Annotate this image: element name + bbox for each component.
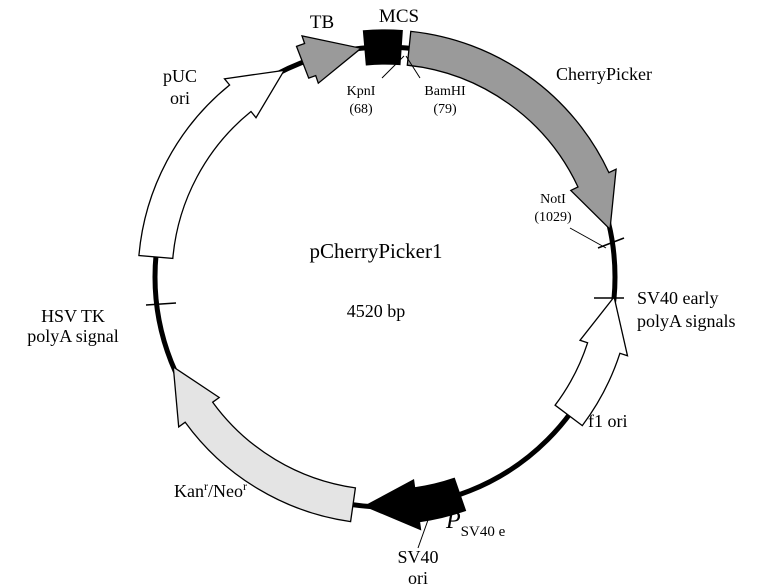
sv40-early-label-1: SV40 early bbox=[637, 288, 718, 308]
tick-sv40-ori bbox=[424, 489, 433, 519]
noti-position: (1029) bbox=[534, 210, 572, 225]
hsv-tk-label-2: polyA signal bbox=[27, 326, 119, 346]
sv40-ori-label-1: SV40 bbox=[397, 547, 438, 567]
neo-label: /Neo bbox=[208, 481, 243, 501]
kpni-label: KpnI bbox=[347, 84, 376, 99]
puc-label-2: ori bbox=[170, 88, 190, 108]
kan-neo-label: Kanr/Neor bbox=[174, 479, 247, 501]
neo-superscript: r bbox=[243, 479, 247, 493]
bamhi-label: BamHI bbox=[424, 84, 466, 99]
tb-arrow bbox=[295, 35, 363, 85]
kan-label: Kan bbox=[174, 481, 204, 501]
sv40ori-leader bbox=[417, 519, 429, 549]
psv40-label: PSV40 e bbox=[445, 508, 506, 540]
promoter-subscript: SV40 e bbox=[461, 524, 506, 540]
cherrypicker-label: CherryPicker bbox=[556, 64, 652, 84]
kan-neo-arrow bbox=[172, 365, 357, 523]
noti-leader bbox=[569, 227, 607, 249]
puc-label-1: pUC bbox=[163, 66, 197, 86]
puc-ori-arrow bbox=[138, 69, 286, 260]
plasmid-name: pCherryPicker1 bbox=[310, 239, 443, 263]
noti-label: NotI bbox=[540, 192, 566, 207]
sv40-ori-label-2: ori bbox=[408, 568, 428, 587]
hsv-tk-label-1: HSV TK bbox=[41, 306, 105, 326]
tb-label: TB bbox=[310, 12, 334, 33]
mcs-label: MCS bbox=[379, 6, 419, 27]
kan-superscript: r bbox=[204, 479, 208, 493]
bamhi-position: (79) bbox=[433, 102, 457, 117]
sv40-early-label-2: polyA signals bbox=[637, 311, 736, 331]
kpni-leader bbox=[381, 55, 405, 79]
promoter-p: P bbox=[445, 508, 461, 534]
f1-ori-arrow bbox=[554, 295, 629, 427]
bamhi-leader bbox=[405, 55, 421, 79]
kpni-position: (68) bbox=[349, 102, 373, 117]
sv40-promoter-arrow bbox=[363, 477, 467, 531]
tick-hsv-tk bbox=[145, 302, 177, 306]
mcs-block bbox=[362, 29, 403, 66]
cherrypicker-arrow bbox=[406, 30, 617, 231]
f1-ori-label: f1 ori bbox=[588, 411, 628, 431]
plasmid-size: 4520 bp bbox=[347, 301, 406, 321]
